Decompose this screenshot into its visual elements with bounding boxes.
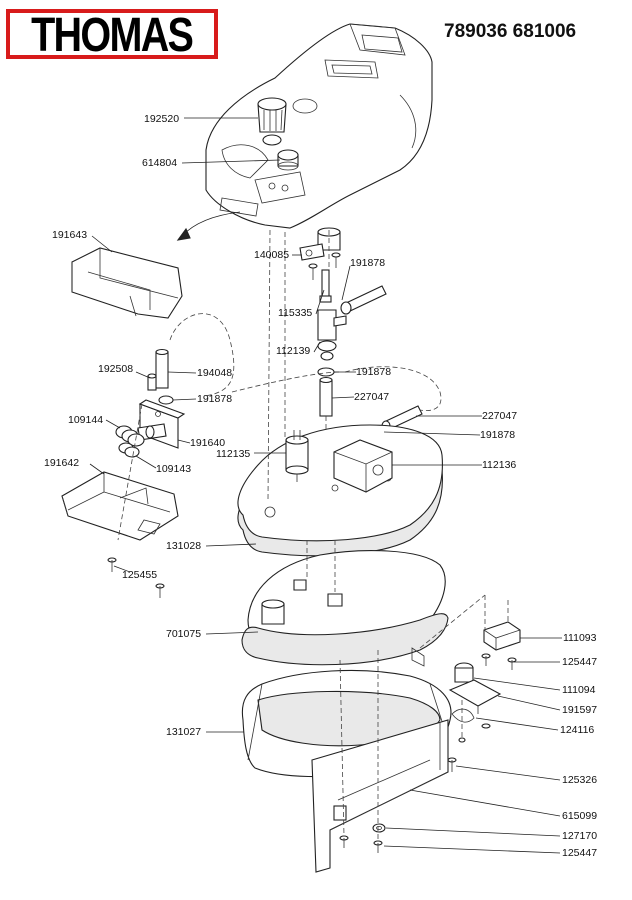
thomas-logo: THOMAS	[6, 9, 218, 59]
label-112135: 112135	[216, 448, 250, 460]
label-111094: 111094	[562, 684, 596, 696]
base-plate-615099	[311, 719, 449, 873]
label-615099: 615099	[562, 810, 597, 822]
label-111093: 111093	[563, 632, 597, 644]
label-192520: 192520	[144, 113, 179, 125]
label-125447-a: 125447	[562, 656, 597, 668]
motor-112136	[333, 439, 393, 493]
label-191878-a: 191878	[350, 257, 385, 269]
logo-text: THOMAS	[31, 6, 194, 62]
label-191643: 191643	[52, 229, 87, 241]
label-124116: 124116	[560, 724, 594, 736]
foot-plate	[333, 805, 347, 821]
label-191597: 191597	[562, 704, 597, 716]
label-109144: 109144	[68, 414, 103, 426]
label-194048: 194048	[197, 367, 232, 379]
pipe-194048	[155, 348, 169, 389]
tank-701075	[241, 550, 449, 667]
oring-109144	[115, 425, 145, 447]
label-115335: 115335	[278, 307, 312, 319]
assembly-lines	[117, 229, 509, 840]
screws-125455	[107, 557, 165, 598]
button-111094	[454, 662, 474, 683]
document-id: 789036 681006	[444, 21, 577, 42]
screw-140085	[308, 252, 341, 280]
label-191640: 191640	[190, 437, 225, 449]
label-127170: 127170	[562, 830, 597, 842]
label-191878-d: 191878	[480, 429, 515, 441]
oring-109143	[118, 442, 140, 458]
cap-614804	[277, 149, 299, 171]
screws-bottom	[339, 835, 383, 853]
cover-191642	[61, 471, 179, 541]
label-131028: 131028	[166, 540, 201, 552]
part-labels: 192520 614804 191643 140085 191878 11533…	[44, 113, 597, 859]
nozzle-115335	[319, 269, 332, 303]
label-112136: 112136	[482, 459, 516, 471]
label-191878-c: 191878	[356, 366, 391, 378]
screw-125326	[447, 757, 457, 772]
spring-124116	[451, 708, 491, 743]
label-227047-b: 227047	[482, 410, 517, 422]
top-housing	[205, 23, 433, 229]
label-125455: 125455	[122, 569, 157, 581]
label-140085: 140085	[254, 249, 289, 261]
hose-227047	[319, 376, 333, 417]
washer-127170	[372, 823, 386, 833]
leader-lines	[89, 117, 562, 854]
label-701075: 701075	[166, 628, 201, 640]
label-125326: 125326	[562, 774, 597, 786]
pump-112135	[285, 430, 309, 482]
label-191642: 191642	[44, 457, 79, 469]
manifold-191640	[137, 399, 186, 449]
screws-125447	[481, 653, 517, 670]
fitting-112139	[317, 309, 347, 361]
label-191878-b: 191878	[197, 393, 232, 405]
fitting-192508	[147, 373, 157, 391]
cover-191643	[71, 247, 183, 319]
label-227047-a: 227047	[354, 391, 389, 403]
label-131027: 131027	[166, 726, 201, 738]
switch-111093	[483, 621, 521, 651]
label-614804: 614804	[142, 157, 177, 169]
label-112139: 112139	[276, 345, 310, 357]
oring-191878	[317, 367, 335, 377]
label-125447-b: 125447	[562, 847, 597, 859]
bracket-191597	[448, 679, 502, 714]
oring-191878-left	[158, 395, 174, 405]
label-109143: 109143	[156, 463, 191, 475]
tube-191878-upper	[340, 285, 387, 315]
label-192508: 192508	[98, 363, 133, 375]
knob-192520	[257, 97, 287, 146]
tank-lid-131028	[237, 424, 443, 557]
